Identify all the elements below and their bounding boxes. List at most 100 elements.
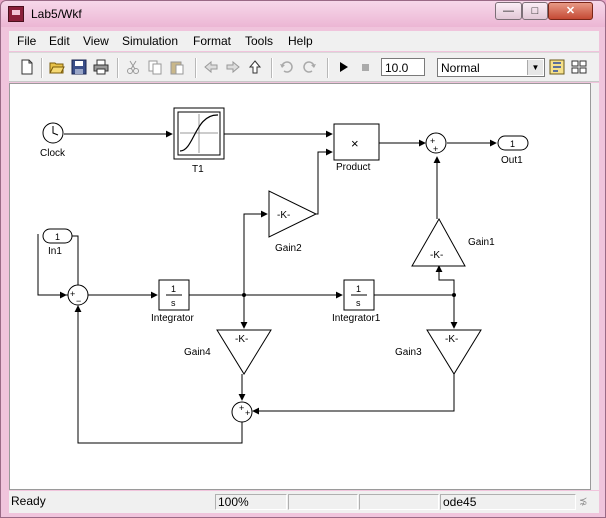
status-cell-empty: [288, 494, 358, 510]
stop-icon[interactable]: [357, 59, 373, 75]
simulation-mode-select[interactable]: Normal ▼: [437, 58, 545, 77]
paste-icon[interactable]: [169, 59, 185, 75]
gain3-value: -K-: [445, 334, 458, 345]
sum-sign: +: [245, 408, 250, 418]
forward-arrow-icon[interactable]: [225, 59, 241, 75]
toolbar-separator: [117, 58, 119, 78]
gain4-block[interactable]: -K- Gain4: [184, 329, 272, 375]
gain1-label: Gain1: [468, 237, 495, 248]
menu-help[interactable]: Help: [288, 34, 313, 48]
sum-sign: −: [76, 296, 81, 306]
integrator-block[interactable]: 1 s Integrator: [151, 279, 194, 324]
product-block[interactable]: × Product: [333, 123, 380, 173]
vertical-scrollbar[interactable]: [591, 83, 599, 490]
toolbar: 10.0 Normal ▼: [9, 52, 599, 82]
signal-feedback[interactable]: [74, 305, 243, 444]
gain4-value: -K-: [235, 334, 248, 345]
sigmoid-curve: [179, 114, 219, 152]
in1-block[interactable]: 1 In1: [42, 228, 73, 257]
sum-block-left[interactable]: + −: [67, 284, 89, 306]
simulink-app-icon: [8, 6, 24, 22]
window-title: Lab5/Wkf: [31, 7, 82, 21]
out1-block[interactable]: 1 Out1: [497, 135, 529, 166]
integrator1-denominator: s: [356, 298, 361, 308]
clock-hands: [52, 126, 59, 136]
toolbar-separator: [195, 58, 197, 78]
integrator1-block[interactable]: 1 s Integrator1: [332, 279, 381, 324]
toolbar-separator: [41, 58, 43, 78]
stop-time-input[interactable]: 10.0: [381, 58, 425, 76]
menu-simulation[interactable]: Simulation: [122, 34, 179, 48]
gain2-label: Gain2: [275, 243, 302, 254]
signal-lines: [37, 130, 497, 444]
sum-sign: +: [430, 136, 435, 146]
close-button[interactable]: ✕: [548, 2, 593, 20]
redo-icon[interactable]: [301, 59, 317, 75]
new-model-icon[interactable]: [19, 59, 35, 75]
minimize-button[interactable]: —: [495, 2, 522, 20]
clock-block[interactable]: Clock: [40, 122, 66, 159]
undo-icon[interactable]: [279, 59, 295, 75]
model-canvas[interactable]: Clock T1 × Product + +: [9, 83, 591, 490]
sum-sign: +: [433, 144, 438, 154]
menu-file[interactable]: File: [17, 34, 37, 48]
gain3-block[interactable]: -K- Gain3: [395, 329, 482, 375]
menu-format[interactable]: Format: [193, 34, 232, 48]
close-icon: ✕: [565, 5, 576, 17]
gain1-block[interactable]: -K- Gain1: [411, 217, 495, 267]
menu-tools[interactable]: Tools: [245, 34, 274, 48]
maximize-button[interactable]: □: [522, 2, 548, 20]
clock-label: Clock: [40, 148, 66, 159]
run-icon[interactable]: [335, 59, 351, 75]
gain3-label: Gain3: [395, 347, 422, 358]
signal-to-gain3[interactable]: [374, 294, 458, 329]
signal-to-gain2[interactable]: [243, 210, 268, 295]
menu-bar: File Edit View Simulation Format Tools H…: [9, 31, 599, 51]
menu-view[interactable]: View: [83, 34, 109, 48]
open-folder-icon[interactable]: [49, 59, 65, 75]
product-symbol: ×: [351, 136, 359, 151]
signal-in1-wire[interactable]: [38, 235, 79, 296]
sum-block-top[interactable]: + +: [425, 132, 447, 154]
cut-icon[interactable]: [125, 59, 141, 75]
copy-icon[interactable]: [147, 59, 163, 75]
toolbar-separator: [271, 58, 273, 78]
signal-gain3-to-sum[interactable]: [252, 374, 455, 415]
sum-block-bottom[interactable]: + +: [231, 401, 253, 423]
out1-port-number: 1: [510, 139, 515, 149]
out1-label: Out1: [501, 155, 523, 166]
menu-edit[interactable]: Edit: [49, 34, 70, 48]
save-icon[interactable]: [71, 59, 87, 75]
sum-sign: +: [239, 403, 244, 413]
gain1-value: -K-: [430, 250, 443, 261]
integrator1-numerator: 1: [356, 284, 361, 294]
product-label: Product: [336, 162, 371, 173]
gain2-block[interactable]: -K- Gain2: [268, 190, 318, 254]
signal-in1-to-sum[interactable]: [37, 234, 67, 299]
gain4-label: Gain4: [184, 347, 211, 358]
signal-to-gain1[interactable]: [435, 265, 455, 295]
title-bar[interactable]: Lab5/Wkf — □ ✕: [1, 1, 605, 27]
up-arrow-icon[interactable]: [247, 59, 263, 75]
t1-label: T1: [192, 164, 204, 175]
model-explorer-icon[interactable]: [549, 59, 565, 75]
signal-gain2-to-product[interactable]: [316, 148, 333, 215]
toolbar-separator: [327, 58, 329, 78]
print-icon[interactable]: [93, 59, 109, 75]
simulation-mode-value: Normal: [441, 61, 480, 75]
back-arrow-icon[interactable]: [203, 59, 219, 75]
resize-grip-icon[interactable]: ⋨: [579, 496, 588, 507]
library-browser-icon[interactable]: [571, 59, 587, 75]
integrator1-label: Integrator1: [332, 313, 381, 324]
status-text: Ready: [11, 494, 46, 508]
t1-block[interactable]: T1: [173, 107, 225, 175]
branch-point: [452, 293, 456, 297]
maximize-icon: □: [531, 5, 539, 17]
branch-point: [242, 293, 246, 297]
integrator-label: Integrator: [151, 313, 194, 324]
status-bar: Ready 100% ode45 ⋨: [9, 491, 599, 513]
solver-name: ode45: [440, 494, 576, 510]
chevron-down-icon[interactable]: ▼: [527, 60, 543, 75]
minimize-icon: —: [503, 5, 514, 17]
